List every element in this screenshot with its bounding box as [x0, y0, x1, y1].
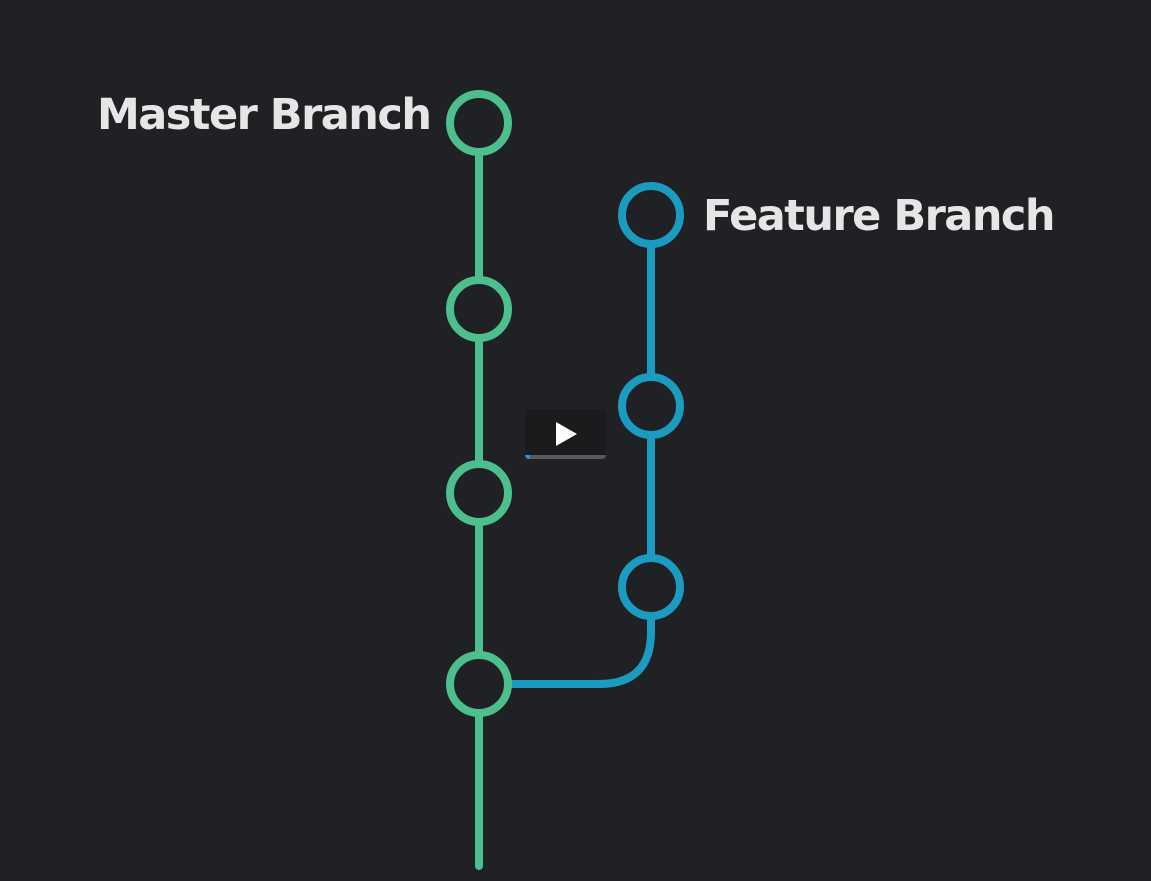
feature-commit — [618, 373, 684, 439]
master-commit — [446, 276, 512, 342]
feature-commit — [618, 182, 684, 248]
feature-branch-line — [475, 211, 655, 688]
feature-branch-label: Feature Branch — [703, 191, 1056, 241]
master-merge-commit — [446, 651, 512, 717]
play-icon — [556, 422, 577, 446]
master-branch-label: Master Branch — [97, 90, 432, 140]
feature-commit — [618, 554, 684, 620]
play-button[interactable] — [525, 409, 606, 459]
video-progress-fill — [525, 455, 530, 459]
video-progress-bar[interactable] — [525, 455, 606, 459]
master-commit — [446, 460, 512, 526]
master-commit — [446, 90, 512, 156]
